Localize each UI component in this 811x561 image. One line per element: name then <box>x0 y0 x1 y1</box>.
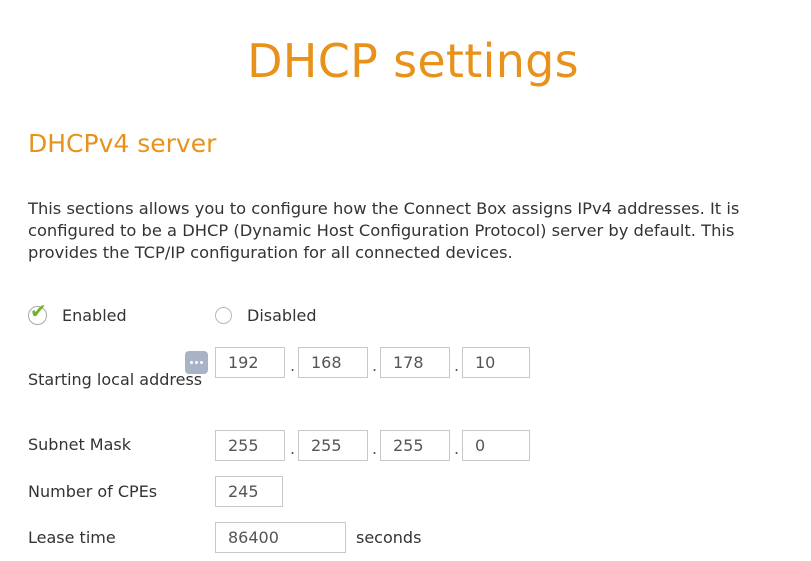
starting-address-octet-3[interactable]: 178 <box>380 347 450 378</box>
starting-address-label: Starting local address <box>28 370 203 389</box>
section-title: DHCPv4 server <box>28 129 217 158</box>
checkmark-icon: ✔ <box>30 298 47 323</box>
octet-separator: . <box>372 439 378 458</box>
octet-separator: . <box>454 439 460 458</box>
radio-enabled[interactable]: ✔ Enabled <box>28 301 127 328</box>
number-of-cpes-input[interactable]: 245 <box>215 476 283 507</box>
subnet-mask-octet-2[interactable]: 255 <box>298 430 368 461</box>
starting-address-octet-2[interactable]: 168 <box>298 347 368 378</box>
radio-enabled-label: Enabled <box>62 305 127 325</box>
octet-separator: . <box>372 356 378 375</box>
octet-separator: . <box>290 439 296 458</box>
lease-time-input[interactable]: 86400 <box>215 522 346 553</box>
radio-enabled-circle[interactable]: ✔ <box>28 301 47 325</box>
starting-address-octet-4[interactable]: 10 <box>462 347 530 378</box>
radio-disabled-label: Disabled <box>247 305 317 325</box>
starting-address-octet-1[interactable]: 192 <box>215 347 285 378</box>
more-dots-icon[interactable] <box>185 351 208 374</box>
number-of-cpes-label: Number of CPEs <box>28 482 158 501</box>
octet-separator: . <box>290 356 296 375</box>
lease-time-label: Lease time <box>28 528 116 547</box>
page-title: DHCP settings <box>247 34 579 88</box>
octet-separator: . <box>454 356 460 375</box>
subnet-mask-octet-1[interactable]: 255 <box>215 430 285 461</box>
radio-disabled[interactable]: Disabled <box>215 302 317 328</box>
subnet-mask-octet-3[interactable]: 255 <box>380 430 450 461</box>
section-description: This sections allows you to configure ho… <box>28 199 740 262</box>
lease-time-unit: seconds <box>356 528 422 547</box>
subnet-mask-label: Subnet Mask <box>28 435 132 454</box>
radio-disabled-circle[interactable] <box>215 306 232 324</box>
subnet-mask-octet-4[interactable]: 0 <box>462 430 530 461</box>
